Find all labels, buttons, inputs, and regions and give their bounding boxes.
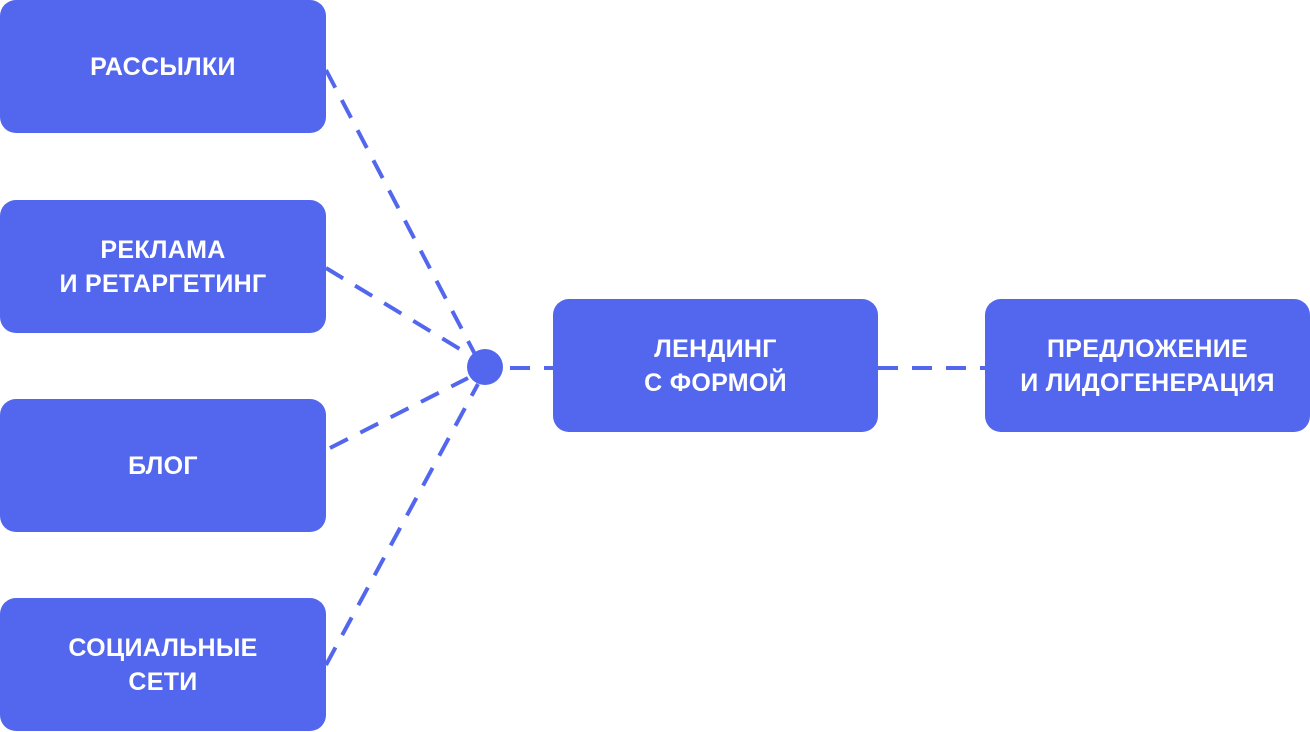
landing-node-label: ЛЕНДИНГ С ФОРМОЙ [644, 334, 787, 397]
source-node-social: СОЦИАЛЬНЫЕ СЕТИ [0, 598, 326, 731]
connector-mailings-hub [324, 69, 480, 361]
source-node-label: РЕКЛАМА И РЕТАРГЕТИНГ [59, 235, 267, 298]
offer-node-label: ПРЕДЛОЖЕНИЕ И ЛИДОГЕНЕРАЦИЯ [1020, 334, 1275, 397]
source-node-label: РАССЫЛКИ [90, 52, 236, 81]
source-node-mailings: РАССЫЛКИ [0, 0, 326, 133]
offer-node: ПРЕДЛОЖЕНИЕ И ЛИДОГЕНЕРАЦИЯ [985, 299, 1310, 432]
connector-ads-hub [324, 266, 470, 356]
source-node-label: СОЦИАЛЬНЫЕ СЕТИ [68, 633, 258, 696]
connector-social-hub [324, 383, 480, 666]
source-node-blog: БЛОГ [0, 399, 326, 532]
landing-node: ЛЕНДИНГ С ФОРМОЙ [553, 299, 878, 432]
source-node-label: БЛОГ [128, 451, 198, 480]
hub-node [467, 349, 503, 385]
source-node-ads: РЕКЛАМА И РЕТАРГЕТИНГ [0, 200, 326, 333]
connector-blog-hub [329, 376, 469, 450]
